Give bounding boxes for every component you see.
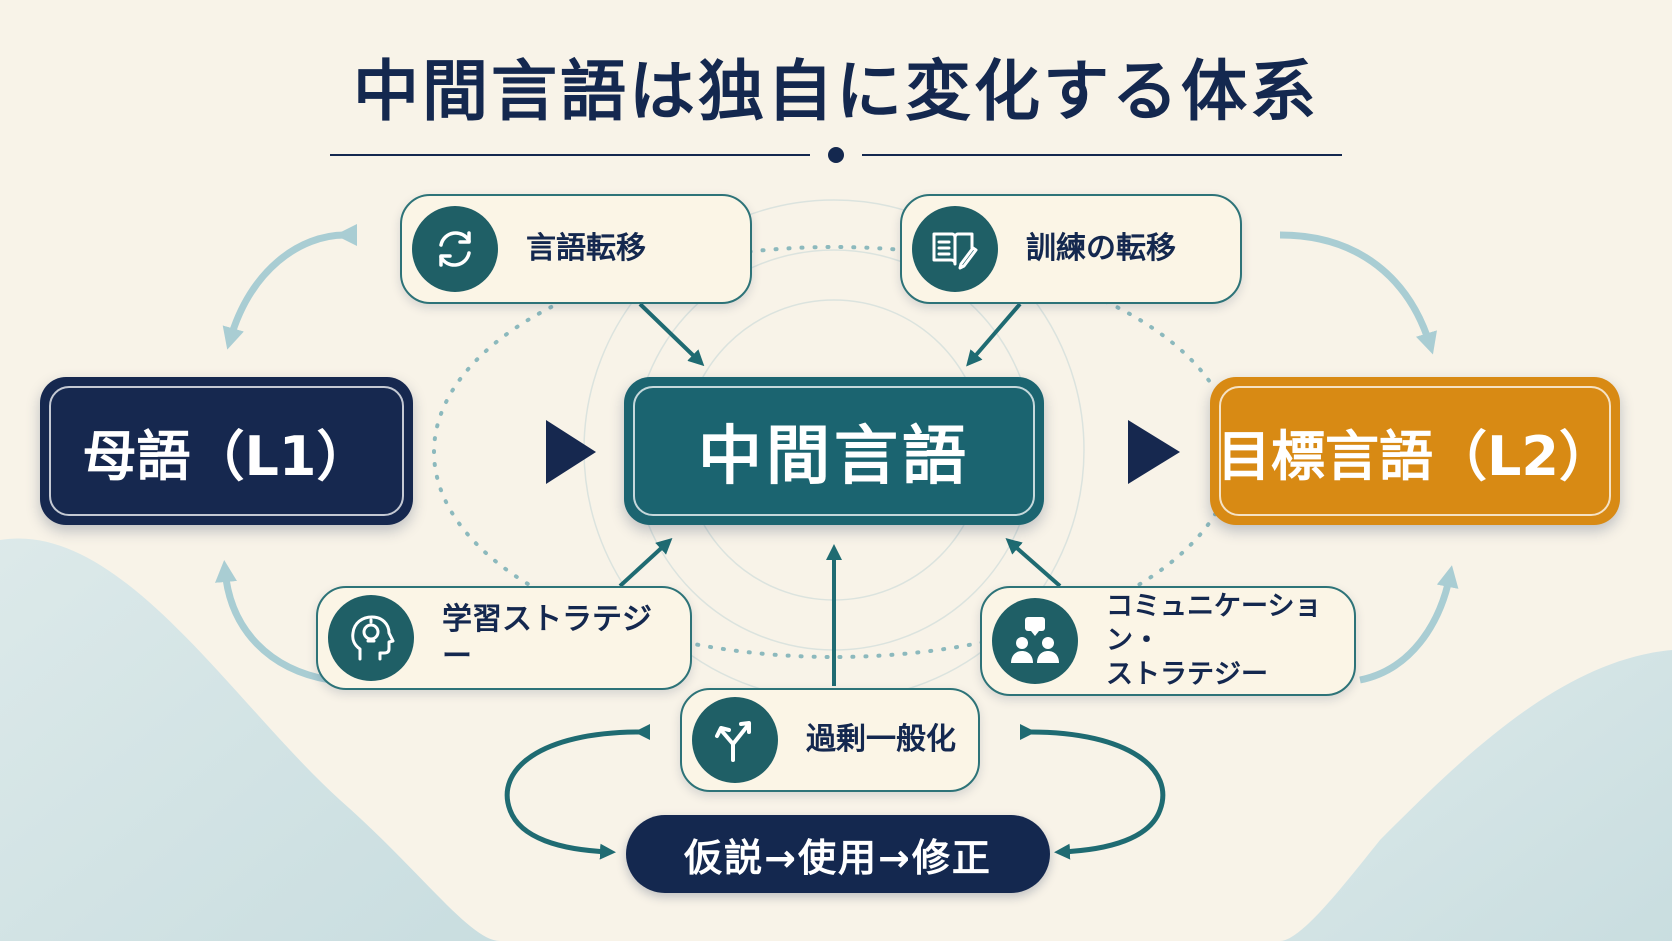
bg-arrow-bottom-left	[215, 560, 331, 684]
node-target-language-label: 目標言語（L2）	[1217, 424, 1613, 488]
factor-communication-strategy-label: コミュニケーション・ ストラテジー	[1106, 590, 1340, 691]
arrow-inter-to-l2-head	[1128, 420, 1180, 484]
factor-overgeneralization-label: 過剰一般化	[806, 722, 956, 758]
node-interlanguage-label: 中間言語	[698, 420, 970, 494]
title-divider-dot	[828, 147, 844, 163]
connector-comm	[1005, 538, 1062, 588]
factor-language-transfer-label: 言語転移	[526, 231, 646, 267]
cycle-arrow-right	[1019, 723, 1166, 860]
factor-communication-strategy: コミュニケーション・ ストラテジー	[980, 586, 1356, 696]
factor-training-transfer-label: 訓練の転移	[1026, 231, 1176, 267]
hypothesis-cycle-pill: 仮説→使用→修正	[626, 815, 1050, 893]
bg-arrow-top-right	[1279, 231, 1437, 355]
head-lightbulb-icon	[328, 595, 414, 681]
book-pencil-icon	[912, 206, 998, 292]
factor-learning-strategy-label: 学習ストラテジー	[442, 601, 652, 675]
connector-training	[966, 302, 1022, 367]
node-interlanguage: 中間言語	[624, 377, 1044, 525]
factor-training-transfer: 訓練の転移	[900, 194, 1242, 304]
wave-right	[1280, 650, 1672, 941]
wave-left	[0, 538, 500, 941]
factor-language-transfer: 言語転移	[400, 194, 752, 304]
factor-overgeneralization: 過剰一般化	[680, 688, 980, 792]
node-target-language: 目標言語（L2）	[1210, 377, 1620, 525]
arrow-l1-to-inter-head	[546, 420, 596, 484]
factor-learning-strategy: 学習ストラテジー	[316, 586, 692, 690]
connector-transfer	[638, 302, 705, 367]
node-first-language: 母語（L1）	[40, 377, 413, 525]
bg-arrow-top-left	[222, 223, 358, 350]
bg-arrow-bottom-right	[1359, 565, 1459, 684]
cycle-arrow-left	[504, 723, 651, 860]
people-chat-icon	[992, 598, 1078, 684]
node-first-language-label: 母語（L1）	[82, 424, 371, 488]
split-arrow-icon	[692, 697, 778, 783]
connector-learning	[618, 537, 673, 588]
factor-communication-strategy-line2: ストラテジー	[1106, 658, 1268, 690]
factor-communication-strategy-line1: コミュニケーション・	[1106, 591, 1322, 657]
page-title: 中間言語は独自に変化する体系	[353, 53, 1319, 130]
cycle-arrows-icon	[412, 206, 498, 292]
